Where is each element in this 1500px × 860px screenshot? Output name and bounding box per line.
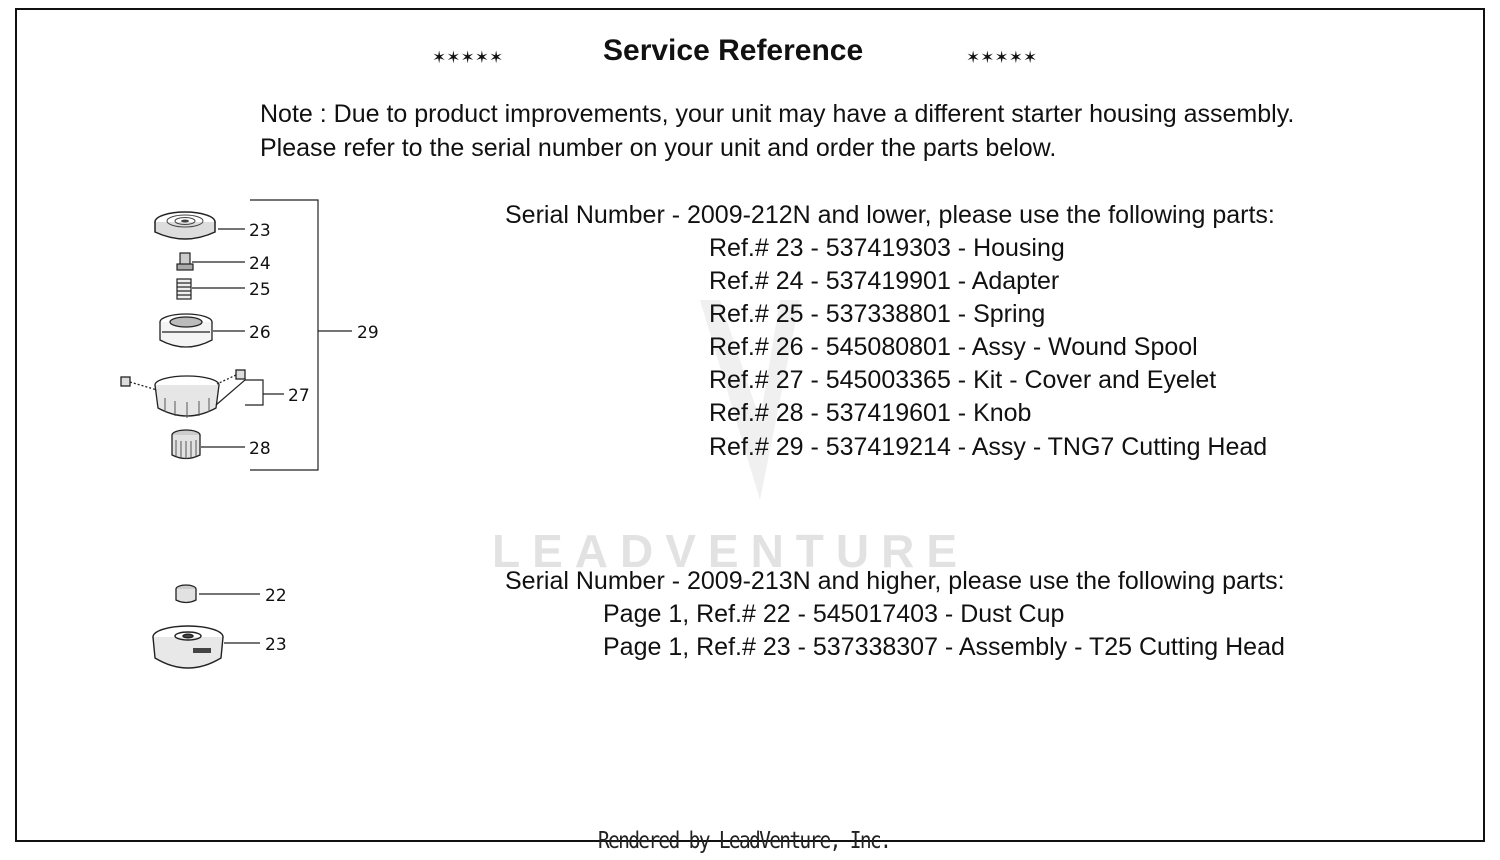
part-27-cover (120, 369, 246, 418)
part-22-dust-cup (175, 584, 197, 604)
part-row: Ref.# 26 - 545080801 - Assy - Wound Spoo… (709, 333, 1198, 361)
part-row: Ref.# 28 - 537419601 - Knob (709, 399, 1032, 427)
stars-left: ✶✶✶✶✶ (432, 48, 504, 67)
callout-24: 24 (249, 254, 271, 274)
callout-27: 27 (288, 386, 310, 406)
part-row: Ref.# 27 - 545003365 - Kit - Cover and E… (709, 366, 1217, 394)
part-23-housing (154, 211, 216, 240)
page-title: Service Reference (603, 34, 864, 67)
part-28-knob (171, 429, 201, 460)
callout-23-b: 23 (265, 635, 287, 655)
watermark: LEADVENTURE (492, 525, 970, 577)
note-line-1: Note : Due to product improvements, your… (260, 100, 1295, 128)
callout-26: 26 (249, 323, 271, 343)
callout-29: 29 (357, 323, 379, 343)
part-25-spring (176, 278, 192, 300)
part-row: Page 1, Ref.# 23 - 537338307 - Assembly … (603, 633, 1285, 661)
page-frame (15, 8, 1485, 842)
note-line-2: Please refer to the serial number on you… (260, 134, 1057, 162)
callout-23: 23 (249, 221, 271, 241)
note: Note : Due to product improvements, your… (260, 97, 1294, 165)
part-26-spool (159, 313, 213, 348)
watermark-logo (700, 300, 800, 500)
stars-right: ✶✶✶✶✶ (966, 48, 1038, 67)
part-row: Ref.# 29 - 537419214 - Assy - TNG7 Cutti… (709, 433, 1268, 461)
part-24-adapter (176, 252, 194, 271)
callout-25: 25 (249, 280, 271, 300)
leader-lines-1 (192, 199, 352, 471)
callout-28: 28 (249, 439, 271, 459)
callout-22: 22 (265, 586, 287, 606)
part-row: Page 1, Ref.# 22 - 545017403 - Dust Cup (603, 600, 1065, 628)
part-23-t25-head (152, 625, 224, 669)
section2-heading: Serial Number - 2009-213N and higher, pl… (505, 567, 1285, 595)
part-row: Ref.# 24 - 537419901 - Adapter (709, 267, 1060, 295)
footer-credit: Rendered by LeadVenture, Inc. (598, 828, 892, 854)
part-row: Ref.# 25 - 537338801 - Spring (709, 300, 1046, 328)
leader-lines-2 (199, 593, 260, 644)
section1-heading: Serial Number - 2009-212N and lower, ple… (505, 201, 1275, 229)
part-row: Ref.# 23 - 537419303 - Housing (709, 234, 1065, 262)
